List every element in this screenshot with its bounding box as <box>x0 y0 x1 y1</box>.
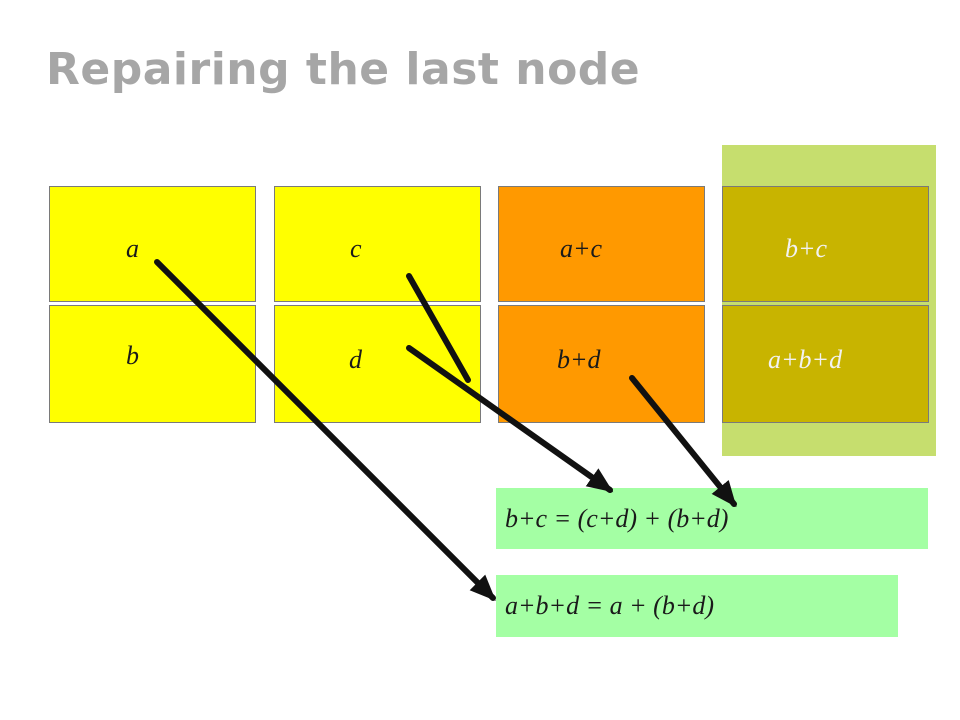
node-2-bottom-cell: d <box>274 305 481 423</box>
node-3-bottom-cell: b+d <box>498 305 705 423</box>
arrow-bd-to-eq1 <box>629 375 737 508</box>
equation-box-2: a+b+d = a + (b+d) <box>496 575 898 637</box>
node-3-bottom-label: b+d <box>557 345 601 374</box>
node-4-bottom-label: a+b+d <box>768 345 843 374</box>
arrow-a-to-eq2 <box>154 259 496 601</box>
equation-1-text: b+c = (c+d) + (b+d) <box>505 503 729 533</box>
node-4-top-cell: b+c <box>722 186 929 302</box>
node-2-top-cell: c <box>274 186 481 302</box>
node-2-top-label: c <box>350 234 362 263</box>
node-4-bottom-cell: a+b+d <box>722 305 929 423</box>
equation-2-text: a+b+d = a + (b+d) <box>505 591 715 620</box>
node-1-top-cell: a <box>49 186 256 302</box>
node-1-bottom-label: b <box>126 341 139 370</box>
node-1-top-label: a <box>126 234 139 263</box>
node-3-top-label: a+c <box>560 234 603 263</box>
node-3-top-cell: a+c <box>498 186 705 302</box>
arrow-c-stroke <box>406 273 471 383</box>
slide-title: Repairing the last node <box>46 44 641 95</box>
node-4-top-label: b+c <box>785 234 828 263</box>
arrow-d-to-eq1 <box>406 345 614 493</box>
node-2-bottom-label: d <box>349 345 362 374</box>
node-1-bottom-cell: b <box>49 305 256 423</box>
